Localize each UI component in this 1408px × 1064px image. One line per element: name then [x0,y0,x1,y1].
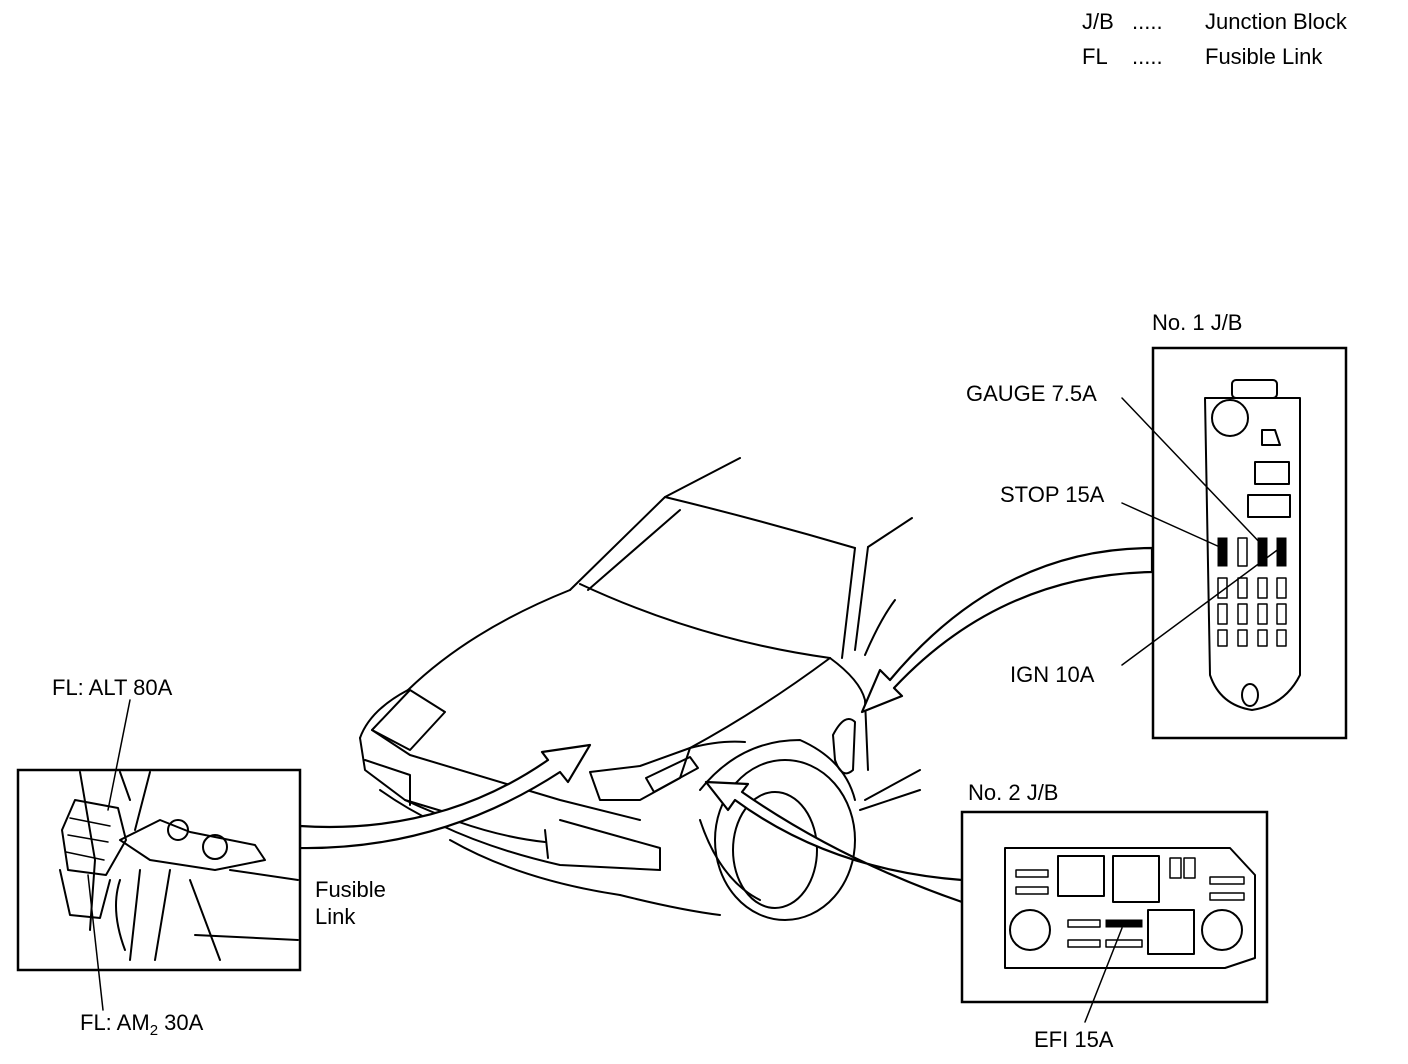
hood-right-edge [689,657,831,749]
jb1-inset [1121,346,1348,740]
label-stop: STOP 15A [1000,482,1105,507]
front-wheel [714,759,856,921]
jb1-title: No. 1 J/B [1152,310,1242,335]
label-gauge: GAUGE 7.5A [966,381,1097,406]
fusible-link-inset [16,699,302,1011]
label-fl-alt: FL: ALT 80A [52,675,173,700]
windshield-left-edge [569,457,741,591]
arrow-jb2-to-engine [704,780,964,904]
legend-meaning-fl: Fusible Link [1205,44,1323,69]
fuse-ign [1276,537,1287,567]
label-fl-am2: FL: AM2 30A [80,1010,204,1039]
label-fusible: Fusible [315,877,386,902]
leader-efi [1084,927,1123,1023]
legend-meaning-jb: Junction Block [1205,9,1348,34]
side-marker [832,718,856,775]
arrow-jb1-to-dash [860,546,1154,714]
legend-dots-jb: ..... [1132,9,1163,34]
arrow-fusible-to-engine [298,743,592,850]
hood-left-edge [407,589,571,691]
fuse-gauge [1257,537,1268,567]
leader-ign [1121,547,1281,666]
fusible-link-block [61,799,127,876]
windshield-inner-edge [587,509,681,591]
battery-terminal-bracket [119,819,266,871]
legend-abbr-jb: J/B [1082,9,1114,34]
leader-stop [1121,502,1223,549]
label-efi: EFI 15A [1034,1027,1114,1052]
label-link: Link [315,904,356,929]
car-illustration [359,457,921,921]
leader-gauge [1121,397,1266,549]
fuse-stop [1217,537,1228,567]
windshield-top-edge [664,496,856,549]
jb2-title: No. 2 J/B [968,780,1058,805]
left-headlight [371,689,446,751]
right-headlight [589,747,691,801]
jb1-body [1204,397,1301,711]
legend: J/B ..... Junction Block FL ..... Fusibl… [1082,9,1348,69]
hood-rear-edge [579,583,831,659]
windshield-right-pillar [841,547,856,659]
jb2-box [960,810,1269,1004]
jb2-body [1004,847,1256,969]
jb2-inset [960,810,1269,1023]
jb1-fuse-grid [1217,537,1287,647]
front-bumper [379,789,661,871]
leader-alt [107,699,131,811]
label-ign: IGN 10A [1010,662,1095,687]
fuse-efi [1105,919,1143,928]
jb1-box [1151,346,1348,740]
wheel-arch [699,739,856,801]
legend-abbr-fl: FL [1082,44,1108,69]
legend-dots-fl: ..... [1132,44,1163,69]
leader-am2 [87,874,104,1011]
